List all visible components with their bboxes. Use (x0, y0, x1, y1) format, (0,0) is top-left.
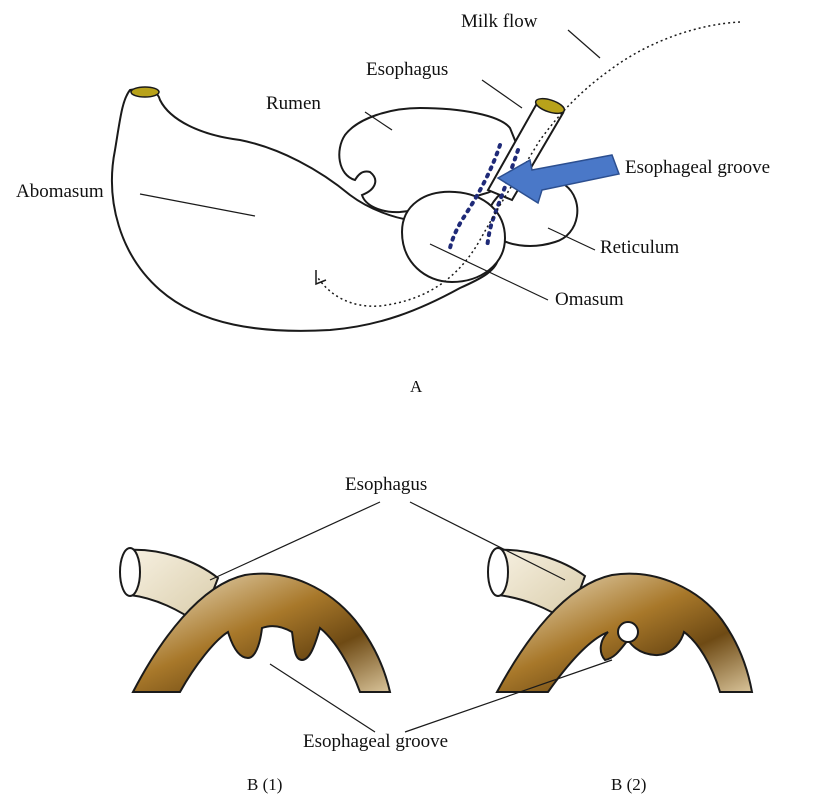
caption-b1: B (1) (247, 776, 282, 793)
b2-esophagus-opening (488, 548, 508, 596)
label-omasum: Omasum (555, 290, 624, 309)
label-milk-flow: Milk flow (461, 12, 538, 31)
leader-b-esophagus-1 (210, 502, 380, 580)
label-abomasum: Abomasum (16, 182, 104, 201)
abomasum-tip (131, 87, 159, 97)
panel-b2 (488, 548, 752, 692)
b1-esophagus-opening (120, 548, 140, 596)
label-esophageal-groove: Esophageal groove (625, 158, 770, 177)
b2-groove-closure (618, 622, 638, 642)
caption-b2: B (2) (611, 776, 646, 793)
milk-flow-arrowhead (316, 270, 326, 284)
label-b-esophagus: Esophagus (345, 475, 427, 494)
caption-a: A (410, 378, 422, 395)
leader-milk-flow (568, 30, 600, 58)
panel-b1 (120, 548, 390, 692)
label-reticulum: Reticulum (600, 238, 679, 257)
label-b-esophageal-groove: Esophageal groove (303, 732, 448, 751)
label-esophagus: Esophagus (366, 60, 448, 79)
label-rumen: Rumen (266, 94, 321, 113)
leader-abomasum (140, 194, 255, 216)
leader-esophagus (482, 80, 522, 108)
